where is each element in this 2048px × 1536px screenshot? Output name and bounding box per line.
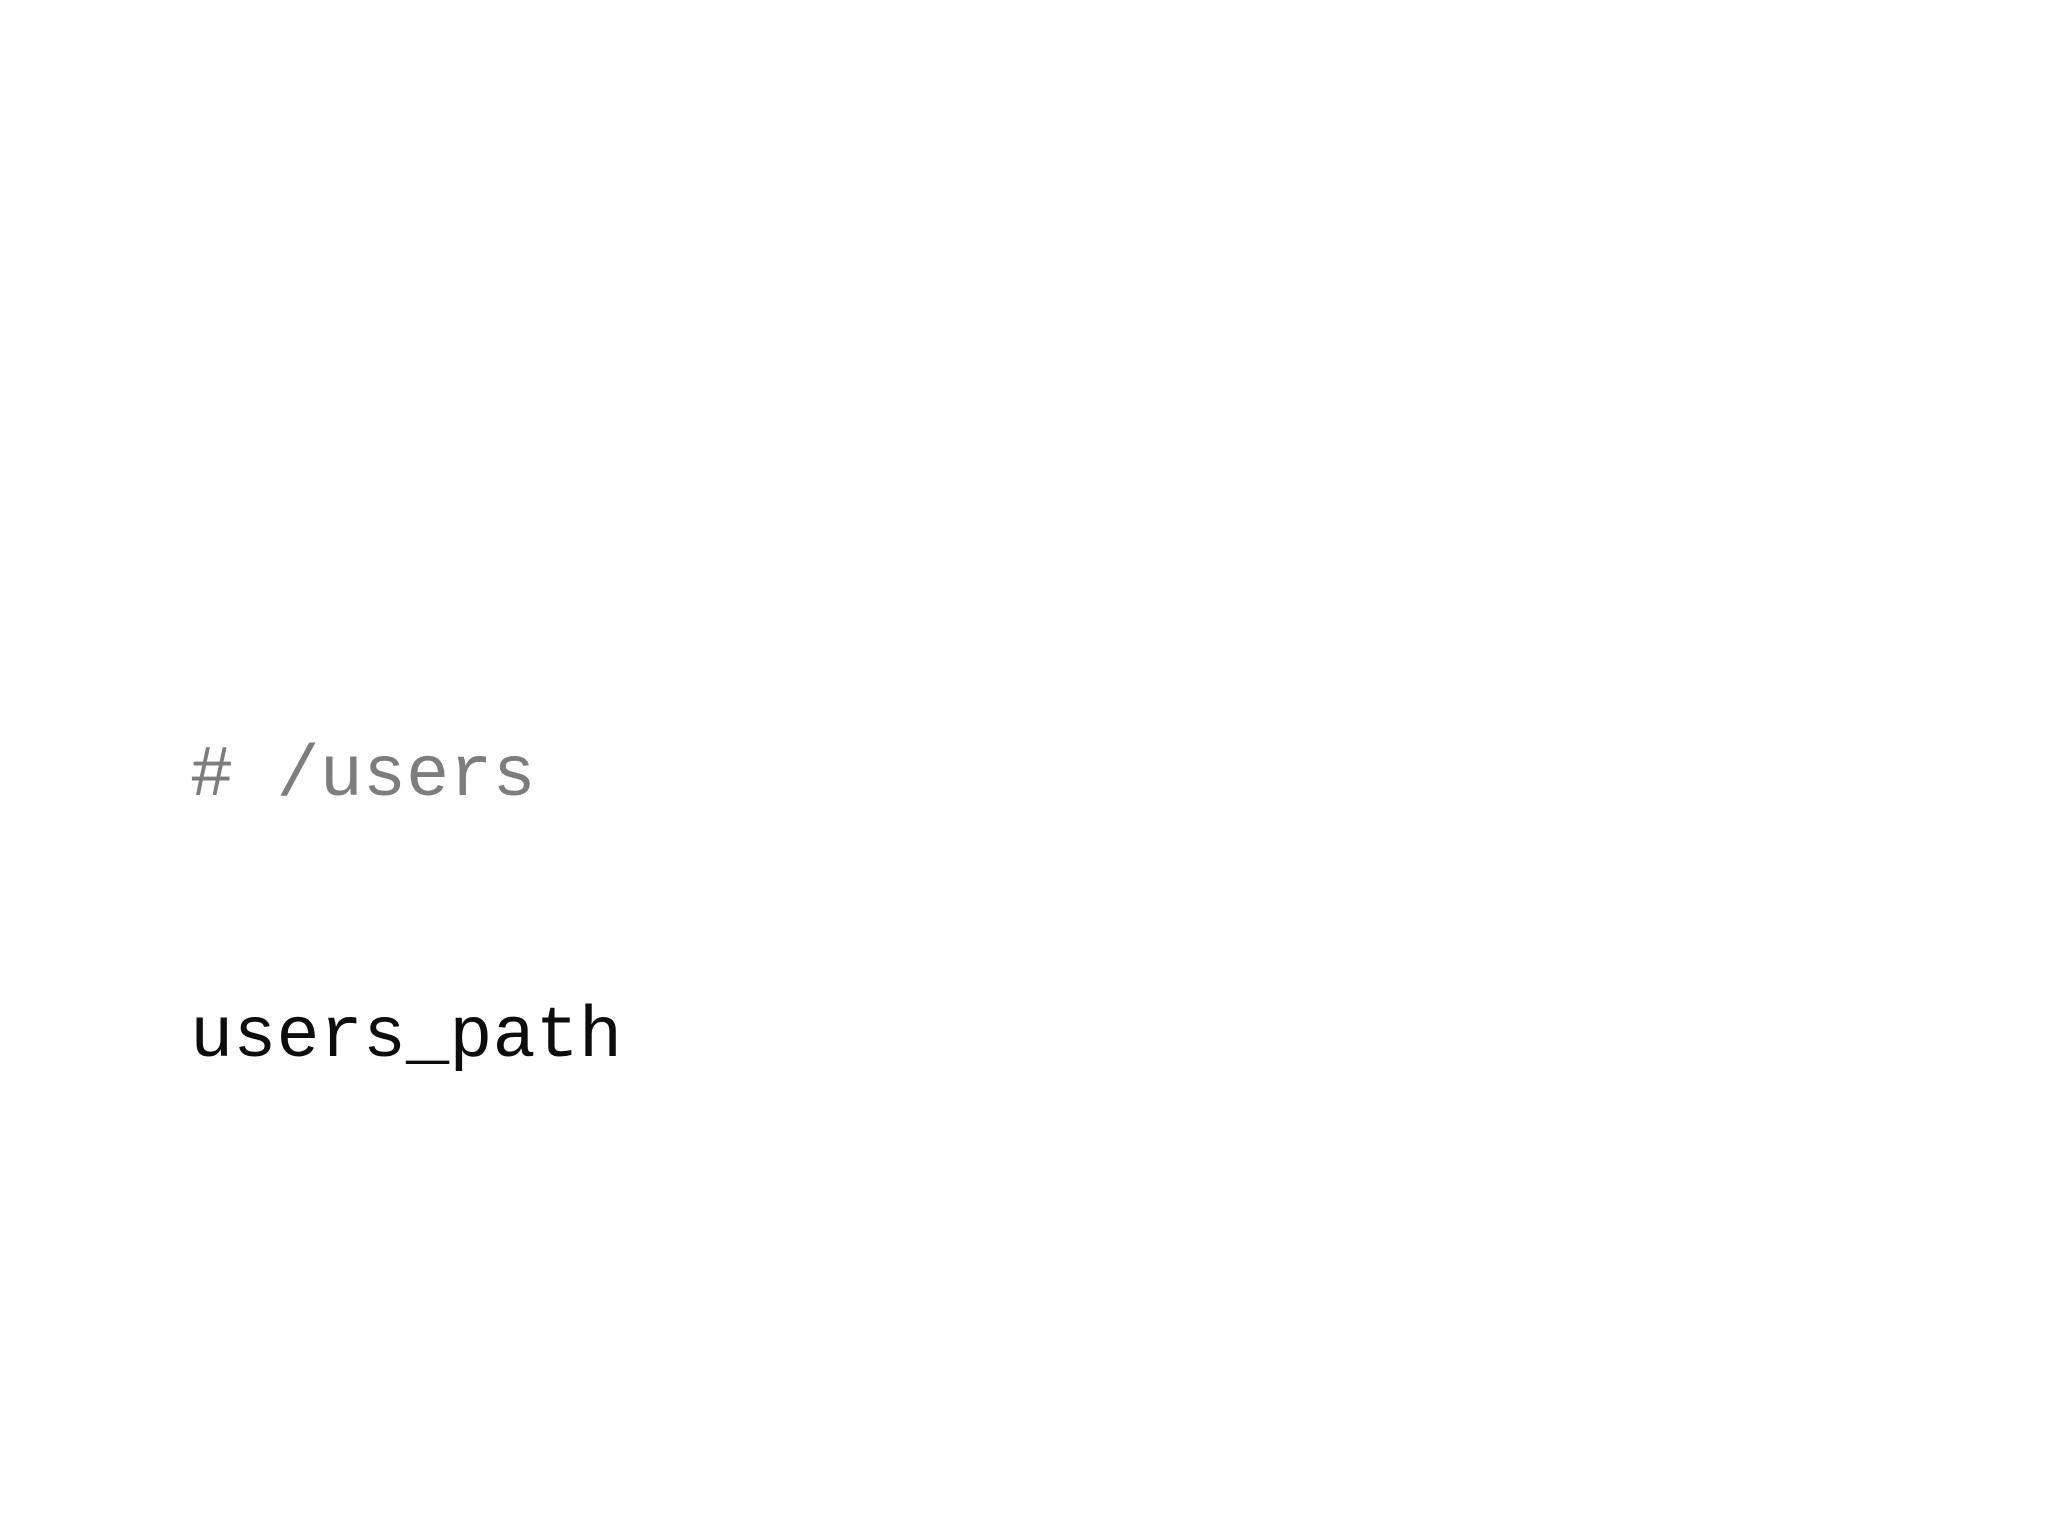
route-comment-line: # /users (190, 733, 1097, 820)
route-helper-block-index: # /users users_path (190, 559, 1097, 1255)
path-helper-name: users_path (190, 996, 623, 1078)
route-comment-text: # /users (190, 735, 536, 817)
path-helper-line: users_path (190, 994, 1097, 1081)
code-snippet: # /users users_path # /users/:id user_pa… (190, 298, 1097, 1536)
